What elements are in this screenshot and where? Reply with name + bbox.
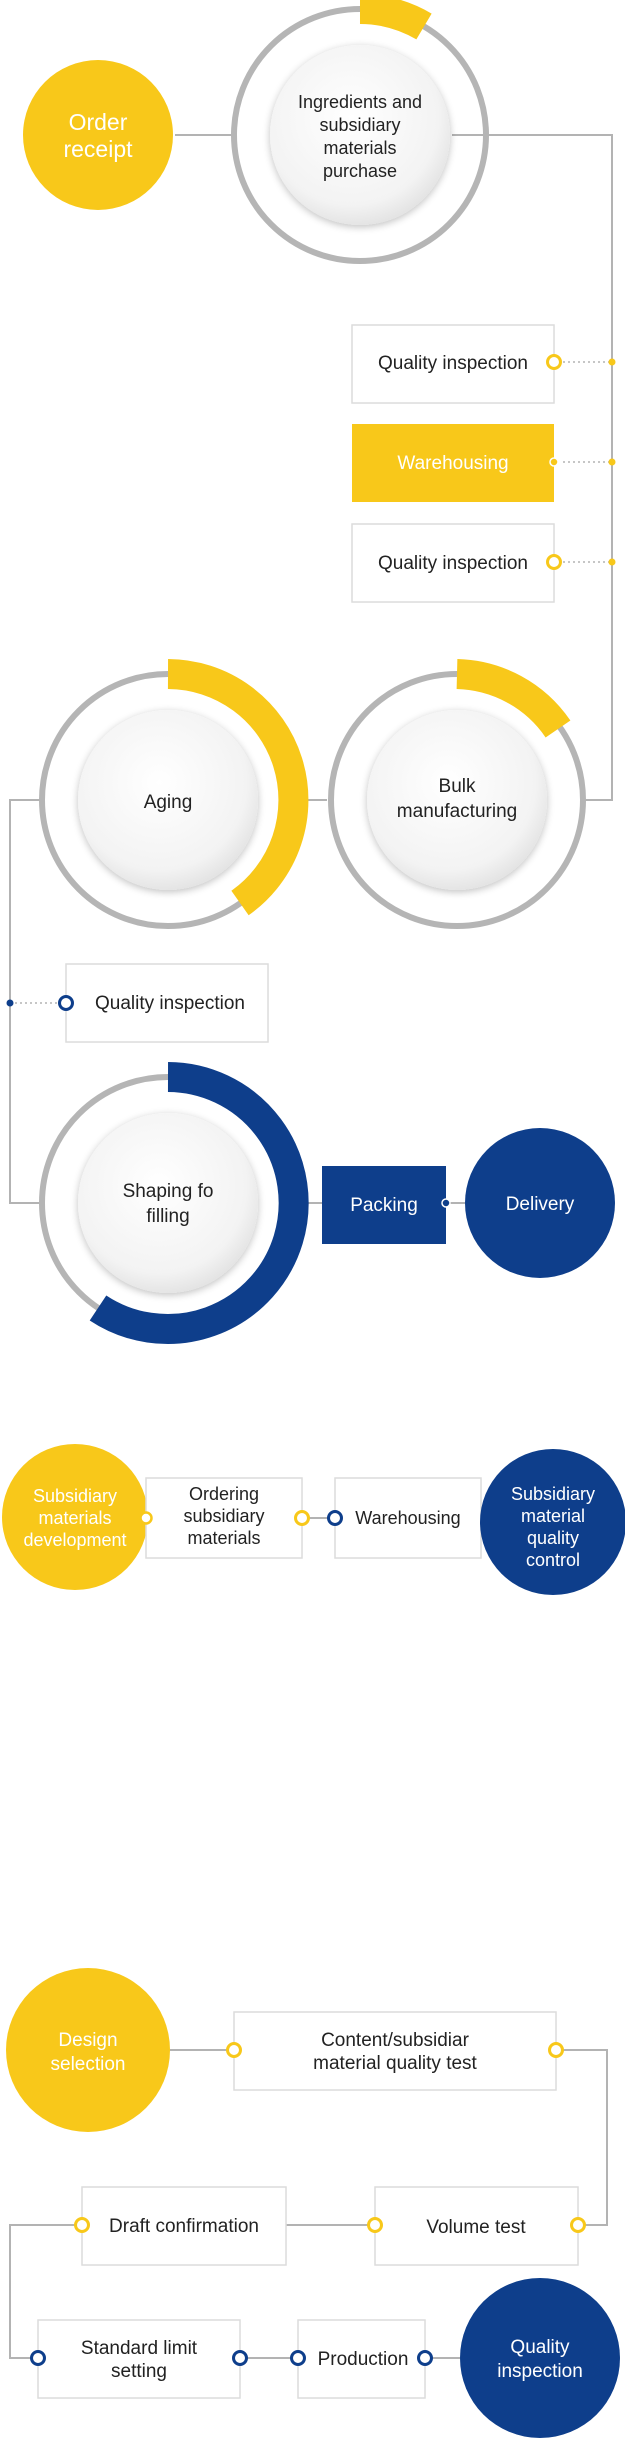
draft-confirmation-label: Draft confirmation [109, 2216, 259, 2237]
connector-draft-to-standard [9, 2224, 82, 2359]
order-receipt-line-2: receipt [63, 136, 133, 162]
dot-warehousing [608, 458, 616, 466]
dot-qi-3 [6, 999, 14, 1007]
aging-node: Aging [39, 659, 309, 929]
sub-warehousing-port [327, 1510, 343, 1526]
connector-content-to-volume [556, 2049, 608, 2226]
subsidiary-materials-process: Subsidiary materials development Orderin… [2, 1444, 625, 1595]
packing-box: Packing [322, 1166, 451, 1244]
purchase-progress-arc [359, 0, 432, 40]
branch-dots [6, 358, 616, 1007]
final-qi-line-2: inspection [497, 2361, 583, 2382]
qi-1-port [546, 354, 562, 370]
quality-inspection-box-3: Quality inspection [58, 963, 269, 1043]
design-connector-lines [9, 2049, 608, 2359]
ordering-port-left [139, 1511, 153, 1525]
connector-purchase-to-bulk [452, 134, 613, 801]
quality-control-line-2: material [521, 1506, 585, 1526]
draft-port-left [74, 2217, 90, 2233]
order-receipt-node: Order receipt [23, 60, 173, 210]
bulk-progress-arc [456, 659, 571, 738]
shaping-progress-arc [89, 1062, 309, 1344]
design-selection-node: Design selection [6, 1968, 170, 2132]
delivery-label: Delivery [506, 1194, 575, 1215]
quality-inspection-box-1: Quality inspection [351, 324, 562, 404]
standard-limit-line-2: setting [111, 2361, 167, 2382]
shaping-filling-node: Shaping fo filling [39, 1062, 309, 1344]
ordering-subsidiary-box: Ordering subsidiary materials [139, 1477, 310, 1559]
purchase-line-4: purchase [323, 161, 397, 181]
bulk-line-2: manufacturing [397, 801, 517, 822]
quality-control-line-3: quality [527, 1528, 579, 1548]
bulk-line-1: Bulk [439, 776, 476, 797]
volume-test-box: Volume test [367, 2186, 586, 2266]
subsidiary-development-node: Subsidiary materials development [2, 1444, 148, 1590]
content-test-port-right [548, 2042, 564, 2058]
design-selection-line-2: selection [51, 2054, 126, 2075]
development-line-2: materials [38, 1508, 111, 1528]
qi-3-port [58, 995, 74, 1011]
warehousing-label: Warehousing [397, 453, 508, 474]
production-box: Production [290, 2319, 433, 2399]
dot-qi-2 [608, 558, 616, 566]
order-receipt-line-1: Order [69, 109, 128, 135]
content-test-line-1: Content/subsidiar [321, 2030, 470, 2051]
content-test-port-left [226, 2042, 242, 2058]
standard-limit-box: Standard limit setting [30, 2319, 248, 2399]
dotted-branch-lines [10, 361, 612, 1004]
content-quality-test-box: Content/subsidiar material quality test [226, 2011, 564, 2091]
development-line-1: Subsidiary [33, 1486, 117, 1506]
production-port-right [417, 2350, 433, 2366]
ordering-line-3: materials [187, 1528, 260, 1548]
standard-port-left [30, 2350, 46, 2366]
design-process: Design selection Content/subsidiar mater… [6, 1968, 620, 2438]
sub-warehousing-label: Warehousing [355, 1508, 460, 1528]
ordering-line-2: subsidiary [183, 1506, 264, 1526]
quality-control-line-1: Subsidiary [511, 1484, 595, 1504]
production-process: Order receipt Ingredients and subsidiary… [6, 0, 616, 1344]
ordering-port-right [294, 1510, 310, 1526]
qi-2-label: Quality inspection [378, 553, 528, 574]
content-test-line-2: material quality test [313, 2053, 477, 2074]
volume-test-port-left [367, 2217, 383, 2233]
purchase-line-1: Ingredients and [298, 92, 422, 112]
connector-aging-to-shaping [9, 799, 42, 1204]
qi-1-label: Quality inspection [378, 353, 528, 374]
aging-label: Aging [144, 792, 193, 813]
delivery-node: Delivery [465, 1128, 615, 1278]
quality-control-line-4: control [526, 1550, 580, 1570]
volume-test-label: Volume test [426, 2217, 526, 2238]
qi-3-label: Quality inspection [95, 993, 245, 1014]
volume-test-port-right [570, 2217, 586, 2233]
final-qi-line-1: Quality [510, 2337, 570, 2358]
quality-inspection-box-2: Quality inspection [351, 523, 562, 603]
subsidiary-quality-control-node: Subsidiary material quality control [480, 1449, 625, 1595]
shaping-line-1: Shaping fo [123, 1181, 214, 1202]
warehousing-box: Warehousing [352, 424, 559, 502]
design-selection-line-1: Design [58, 2030, 117, 2051]
standard-limit-line-1: Standard limit [81, 2338, 198, 2359]
purchase-line-3: materials [323, 138, 396, 158]
ordering-line-1: Ordering [189, 1484, 259, 1504]
connector-lines [9, 134, 613, 1204]
warehousing-subsidiary-box: Warehousing [327, 1477, 482, 1559]
development-line-3: development [23, 1530, 126, 1550]
qi-2-port [546, 554, 562, 570]
purchase-node: Ingredients and subsidiary materials pur… [231, 0, 489, 264]
draft-confirmation-box: Draft confirmation [74, 2186, 287, 2266]
final-quality-inspection-node: Quality inspection [460, 2278, 620, 2438]
dot-qi-1 [608, 358, 616, 366]
production-port-left [290, 2350, 306, 2366]
production-label: Production [318, 2349, 409, 2370]
packing-port [441, 1198, 451, 1208]
shaping-line-2: filling [146, 1206, 189, 1227]
standard-port-right [232, 2350, 248, 2366]
bulk-manufacturing-node: Bulk manufacturing [328, 659, 586, 929]
aging-progress-arc [167, 659, 309, 916]
packing-label: Packing [350, 1195, 418, 1216]
purchase-line-2: subsidiary [319, 115, 400, 135]
warehousing-port [549, 457, 559, 467]
